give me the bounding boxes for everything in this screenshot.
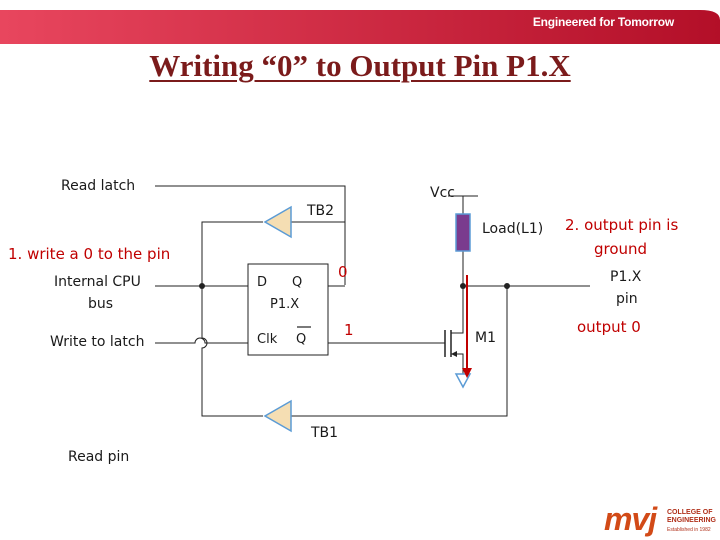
- logo-line2: ENGINEERING: [667, 517, 717, 524]
- junction-dot: [460, 283, 466, 289]
- logo-mark: mvj: [604, 501, 657, 537]
- ground-icon: [454, 373, 472, 389]
- latch-qbar-label: Q: [296, 332, 307, 347]
- step2-label-line2: ground: [594, 240, 648, 258]
- mosfet-arrow-icon: [451, 351, 457, 357]
- latch-box: [247, 263, 329, 356]
- pin-label-line2: pin: [616, 291, 638, 307]
- latch-q-label: Q: [292, 275, 303, 290]
- current-arrowhead-icon: [462, 368, 472, 378]
- read-pin-label: Read pin: [68, 449, 130, 465]
- tb2-buffer: [263, 205, 292, 239]
- vcc-rail: [448, 195, 478, 214]
- qbar-value-one: 1: [344, 321, 354, 339]
- step2-label-line1: 2. output pin is: [565, 216, 679, 234]
- college-logo: mvj COLLEGE OF ENGINEERING Established i…: [604, 501, 717, 539]
- tb2-label: TB2: [307, 203, 335, 219]
- write-to-latch-label: Write to latch: [50, 334, 145, 350]
- page-title: Writing “0” to Output Pin P1.X: [149, 48, 571, 83]
- tb1-feedback-wire: [201, 286, 263, 417]
- step1-label: 1. write a 0 to the pin: [8, 245, 171, 263]
- junction-dot: [504, 283, 510, 289]
- load-label: Load(L1): [482, 221, 544, 237]
- header-banner: [0, 10, 720, 44]
- q-value-zero: 0: [338, 263, 348, 281]
- latch-clk-label: Clk: [257, 332, 278, 347]
- read-latch-wire: [155, 185, 346, 285]
- banner-tagline: Engineered for Tomorrow: [532, 15, 674, 29]
- m1-label: M1: [475, 330, 496, 346]
- load-resistor: [455, 213, 471, 252]
- latch-p1x-label: P1.X: [270, 297, 300, 312]
- latch-d-label: D: [257, 275, 268, 290]
- output-zero-label: output 0: [577, 318, 641, 336]
- junction-dot: [199, 283, 205, 289]
- tb1-buffer: [263, 399, 292, 433]
- logo-sub: Established in 1982: [667, 527, 711, 533]
- logo-line1: COLLEGE OF: [667, 509, 713, 516]
- read-latch-label: Read latch: [61, 178, 136, 194]
- pin-label-line1: P1.X: [610, 269, 642, 285]
- internal-cpu-label: Internal CPU: [54, 274, 141, 290]
- tb2-output-wire: [201, 221, 263, 286]
- bus-label: bus: [88, 296, 114, 312]
- tb1-label: TB1: [311, 425, 339, 441]
- write-latch-wire: [155, 337, 248, 344]
- vcc-label: Vcc: [430, 185, 455, 201]
- tb1-input-wire: [291, 286, 508, 417]
